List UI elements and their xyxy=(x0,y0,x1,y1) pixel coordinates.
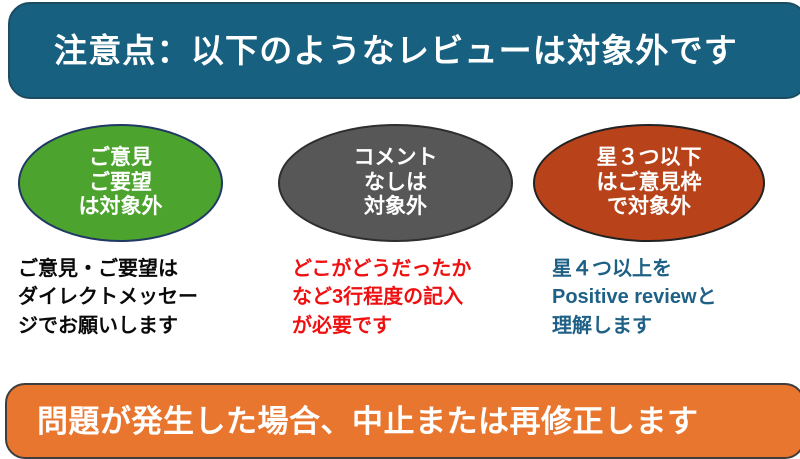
footer-banner: 問題が発生した場合、中止または再修正します xyxy=(5,383,800,459)
ellipse-three-stars-line-1: 星３つ以下 xyxy=(596,146,702,170)
caption-positive-review-line-1: 星４つ以上を xyxy=(552,258,672,280)
caption-direct-message-line-2: ダイレクトメッセー xyxy=(18,286,198,309)
caption-three-lines-required-note: どこがどうだったか など3行程度の記入 が必要です xyxy=(292,255,471,340)
caption-positive-review-line-2: Positive reviewと xyxy=(552,286,717,309)
ellipse-opinion-request-line-1: ご意見 xyxy=(89,146,152,170)
caption-positive-review-line-3: 理解します xyxy=(552,314,652,337)
ellipse-no-comment: コメント なしは 対象外 xyxy=(278,124,513,242)
ellipse-no-comment-line-1: コメント xyxy=(353,146,438,170)
caption-direct-message-note: ご意見・ご要望は ダイレクトメッセー ジでお願いします xyxy=(18,255,198,340)
ellipse-no-comment-line-2: なしは xyxy=(364,170,427,194)
ellipse-three-stars-or-less: 星３つ以下 はご意見枠 で対象外 xyxy=(533,124,765,242)
ellipse-three-stars-line-2: はご意見枠 xyxy=(596,170,702,194)
caption-three-lines-line-2: など3行程度の記入 xyxy=(292,286,464,309)
header-title: 注意点：以下のようなレビューは対象外です xyxy=(54,32,738,69)
footer-title: 問題が発生した場合、中止または再修正します xyxy=(37,403,699,439)
ellipse-opinion-request-line-2: ご要望 xyxy=(89,170,152,194)
ellipse-opinion-request-line-3: は対象外 xyxy=(78,195,163,219)
caption-row: ご意見・ご要望は ダイレクトメッセー ジでお願いします どこがどうだったか など… xyxy=(0,255,800,370)
ellipse-row: ご意見 ご要望 は対象外 コメント なしは 対象外 星３つ以下 はご意見枠 で対… xyxy=(0,124,800,244)
ellipse-three-stars-line-3: で対象外 xyxy=(607,195,691,219)
ellipse-opinion-request: ご意見 ご要望 は対象外 xyxy=(18,124,223,242)
caption-direct-message-line-1: ご意見・ご要望は xyxy=(18,258,178,280)
caption-positive-review-note: 星４つ以上を Positive reviewと 理解します xyxy=(552,255,717,340)
header-banner: 注意点：以下のようなレビューは対象外です xyxy=(8,2,800,99)
ellipse-no-comment-line-3: 対象外 xyxy=(364,195,427,219)
caption-direct-message-line-3: ジでお願いします xyxy=(18,314,178,337)
caption-three-lines-line-1: どこがどうだったか xyxy=(292,258,472,280)
caption-three-lines-line-3: が必要です xyxy=(292,314,392,337)
